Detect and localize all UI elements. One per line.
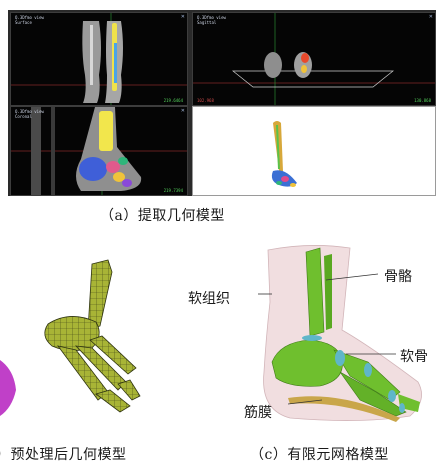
viewport-sagittal[interactable]: Q.3Dfmo view Sagittal ✕ 102.968 130.868	[192, 12, 436, 106]
close-icon[interactable]: ✕	[429, 14, 433, 20]
caption-a: （a）提取几何模型	[100, 205, 225, 225]
foot-side-view	[11, 107, 187, 195]
close-icon[interactable]: ✕	[181, 14, 185, 20]
viewport-axial[interactable]: Q.3Dfmo view Surface ✕ 219.6464	[10, 12, 188, 106]
viewport-header: Q.3Dfmo view Surface	[15, 15, 44, 25]
viewport-header: Q.3Dfmo view Coronal	[15, 109, 44, 119]
label-cartilage: 软骨	[400, 346, 428, 366]
caption-c: （c）有限元网格模型	[250, 444, 389, 464]
coordinate-readout: 219.6464	[164, 98, 183, 103]
preprocessed-geometry-figure	[0, 250, 180, 440]
extraction-screenshot: Q.3Dfmo view Surface ✕ 219.6464 Q.3Dfmo …	[8, 10, 436, 196]
viewport-coronal[interactable]: Q.3Dfmo view Coronal ✕ 219.7394	[10, 106, 188, 196]
close-icon[interactable]: ✕	[181, 108, 185, 114]
meshed-foot-bones	[45, 260, 140, 412]
label-fascia: 筋膜	[244, 402, 272, 422]
bone-3d-render	[193, 107, 435, 195]
viewport-header: Q.3Dfmo view Sagittal	[197, 15, 226, 25]
leg-front-view	[11, 13, 187, 105]
cross-section-view	[193, 13, 435, 105]
soft-tissue-fragment	[0, 360, 16, 416]
coordinate-readout: 130.868	[414, 98, 431, 103]
label-soft-tissue: 软组织	[188, 288, 230, 308]
label-bone: 骨骼	[384, 266, 412, 286]
caption-b: ）预处理后几何模型	[0, 444, 127, 464]
coordinate-readout-left: 102.968	[197, 98, 214, 103]
viewport-3d[interactable]	[192, 106, 436, 196]
coordinate-readout: 219.7394	[164, 188, 183, 193]
